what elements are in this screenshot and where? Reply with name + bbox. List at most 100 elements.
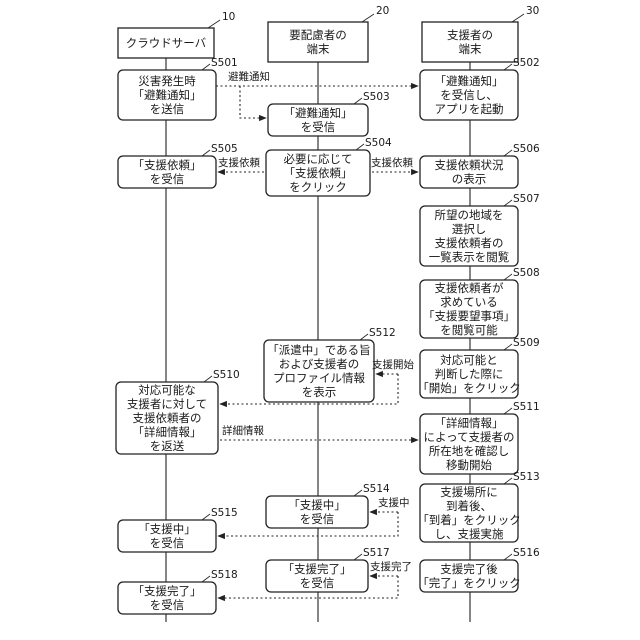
reference-leader <box>208 20 220 28</box>
step-leader <box>504 478 512 484</box>
step-text-line: 「支援完了」 <box>133 584 202 598</box>
step-leader <box>356 144 364 150</box>
step-text-line: プロファイル情報 <box>273 371 365 385</box>
step-text-line: を受信 <box>150 598 185 612</box>
reference-number: 30 <box>526 5 539 17</box>
step-text-line: を受信し、 <box>440 88 498 102</box>
step-text-line: アプリを起動 <box>435 102 504 116</box>
step-text-line: 「支援依頼」 <box>284 166 353 180</box>
step-id-s512: S512 <box>369 327 396 339</box>
lane-title-line: 支援者の <box>447 28 493 42</box>
step-text-line: 支援場所に <box>440 485 498 499</box>
message-label: 支援中 <box>378 496 410 509</box>
message-arrow <box>240 86 266 118</box>
step-text-line: の表示 <box>452 172 487 186</box>
step-leader <box>354 554 362 560</box>
message-label: 支援開始 <box>372 358 414 371</box>
step-text-line: 「支援依頼」 <box>133 158 202 172</box>
step-leader <box>354 490 362 496</box>
step-text-line: 「詳細情報」 <box>133 425 202 439</box>
step-text-line: 支援者に対して <box>127 397 207 411</box>
step-text-line: 所在地を確認し <box>429 444 510 458</box>
step-text-line: および支援者の <box>279 357 360 371</box>
step-id-s504: S504 <box>365 137 392 149</box>
message-label: 支援完了 <box>370 560 412 573</box>
step-text-line: 求めている <box>440 295 498 309</box>
step-id-s514: S514 <box>363 483 390 495</box>
step-text-line: 「到着」をクリック <box>417 513 521 527</box>
step-text-line: 「避難通知」 <box>284 106 353 120</box>
step-text-line: 支援依頼者が <box>435 281 504 295</box>
step-text-line: 「開始」をクリック <box>417 381 521 395</box>
step-id-s518: S518 <box>211 569 238 581</box>
step-text-line: を受信 <box>150 536 185 550</box>
message-label: 支援依頼 <box>218 156 260 169</box>
step-id-s516: S516 <box>513 547 540 559</box>
step-id-s517: S517 <box>363 547 390 559</box>
step-leader <box>504 408 512 414</box>
step-id-s502: S502 <box>513 57 540 69</box>
step-leader <box>504 150 512 156</box>
step-text-line: 判断した際に <box>435 367 504 381</box>
step-text-line: を送信 <box>150 102 185 116</box>
reference-leader <box>362 14 374 22</box>
step-text-line: 「支援要望事項」 <box>423 309 515 323</box>
step-leader <box>360 334 368 340</box>
step-text-line: 一覧表示を閲覧 <box>429 250 510 264</box>
step-leader <box>202 64 210 70</box>
reference-number: 20 <box>376 5 389 17</box>
step-text-line: 対応可能と <box>440 353 498 367</box>
step-text-line: 「支援完了」 <box>283 562 352 576</box>
step-text-line: 対応可能な <box>138 383 196 397</box>
step-text-line: によって支援者の <box>423 430 514 444</box>
step-text-line: 「完了」をクリック <box>417 576 521 590</box>
lane-title-line: クラウドサーバ <box>126 36 207 50</box>
lane-title-line: 端末 <box>459 42 482 56</box>
step-id-s513: S513 <box>513 471 540 483</box>
step-text-line: 「避難通知」 <box>435 74 504 88</box>
step-text-line: 「支援中」 <box>138 522 196 536</box>
step-id-s506: S506 <box>513 143 540 155</box>
step-text-line: 「詳細情報」 <box>435 416 504 430</box>
step-text-line: 所望の地域を <box>435 208 504 222</box>
step-text-line: 「避難通知」 <box>133 88 202 102</box>
step-leader <box>202 576 210 582</box>
step-text-line: 選択し <box>452 222 487 236</box>
step-text-line: 支援依頼者の <box>435 236 504 250</box>
step-leader <box>504 274 512 280</box>
reference-leader <box>512 14 524 22</box>
step-id-s511: S511 <box>513 401 540 413</box>
step-leader <box>354 98 362 104</box>
step-id-s505: S505 <box>211 143 238 155</box>
step-id-s501: S501 <box>211 57 238 69</box>
step-leader <box>504 200 512 206</box>
step-leader <box>202 150 210 156</box>
step-id-s503: S503 <box>363 91 390 103</box>
message-label: 支援依頼 <box>371 156 413 169</box>
step-text-line: 移動開始 <box>446 458 492 472</box>
step-id-s515: S515 <box>211 507 238 519</box>
step-text-line: を受信 <box>300 576 335 590</box>
step-text-line: を返送 <box>150 439 185 453</box>
step-id-s510: S510 <box>213 369 240 381</box>
message-label: 避難通知 <box>228 70 270 83</box>
message-label: 詳細情報 <box>222 424 264 437</box>
step-text-line: をクリック <box>289 180 347 194</box>
step-text-line: を閲覧可能 <box>440 323 498 337</box>
step-text-line: 「派遣中」である旨 <box>267 343 370 357</box>
step-id-s509: S509 <box>513 337 540 349</box>
step-id-s508: S508 <box>513 267 540 279</box>
step-leader <box>504 64 512 70</box>
lane-title-line: 要配慮者の <box>289 28 347 42</box>
step-text-line: を受信 <box>300 512 335 526</box>
step-leader <box>202 514 210 520</box>
lane-title-line: 端末 <box>307 42 330 56</box>
step-leader <box>204 376 212 382</box>
step-text-line: 到着後、 <box>446 499 492 513</box>
step-id-s507: S507 <box>513 193 540 205</box>
step-text-line: し、支援実施 <box>435 527 504 541</box>
step-text-line: 支援完了後 <box>440 562 498 576</box>
step-text-line: 支援依頼状況 <box>435 158 504 172</box>
reference-number: 10 <box>222 11 235 23</box>
